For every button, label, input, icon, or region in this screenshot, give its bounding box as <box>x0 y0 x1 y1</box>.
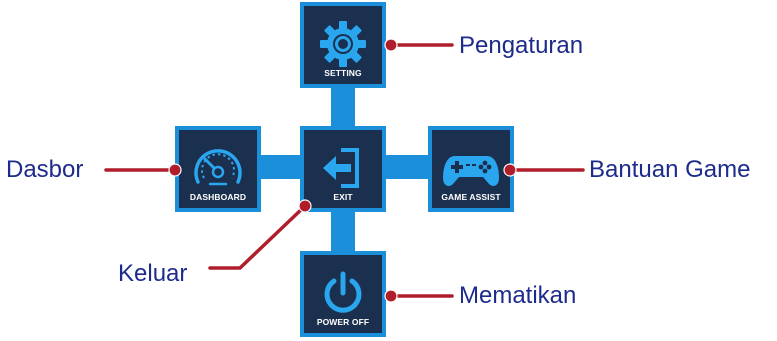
exit-tile[interactable]: EXIT <box>300 126 386 212</box>
game-assist-caption: GAME ASSIST <box>441 192 501 202</box>
callout-exit: Keluar <box>118 260 188 287</box>
speedometer-icon <box>194 149 242 186</box>
dashboard-caption: DASHBOARD <box>189 192 247 202</box>
leader-exit <box>208 204 307 270</box>
game-assist-tile[interactable]: GAME ASSIST <box>428 126 514 212</box>
callout-setting: Pengaturan <box>459 32 584 59</box>
power-off-caption: POWER OFF <box>316 317 370 327</box>
exit-arrow-icon <box>323 148 359 188</box>
power-off-tile[interactable]: POWER OFF <box>300 251 386 337</box>
leader-dot-power-off <box>384 289 398 303</box>
dashboard-tile[interactable]: DASHBOARD <box>175 126 261 212</box>
setting-caption: SETTING <box>324 68 362 78</box>
leader-dot-setting <box>384 38 398 52</box>
callout-power-off: Mematikan <box>459 282 577 309</box>
callout-dashboard: Dasbor <box>6 156 84 183</box>
power-icon <box>324 271 362 313</box>
callout-game-assist: Bantuan Game <box>589 156 751 183</box>
gamepad-icon <box>443 156 499 186</box>
gear-icon <box>320 21 366 67</box>
exit-caption: EXIT <box>333 192 353 202</box>
setting-tile[interactable]: SETTING <box>300 2 386 88</box>
